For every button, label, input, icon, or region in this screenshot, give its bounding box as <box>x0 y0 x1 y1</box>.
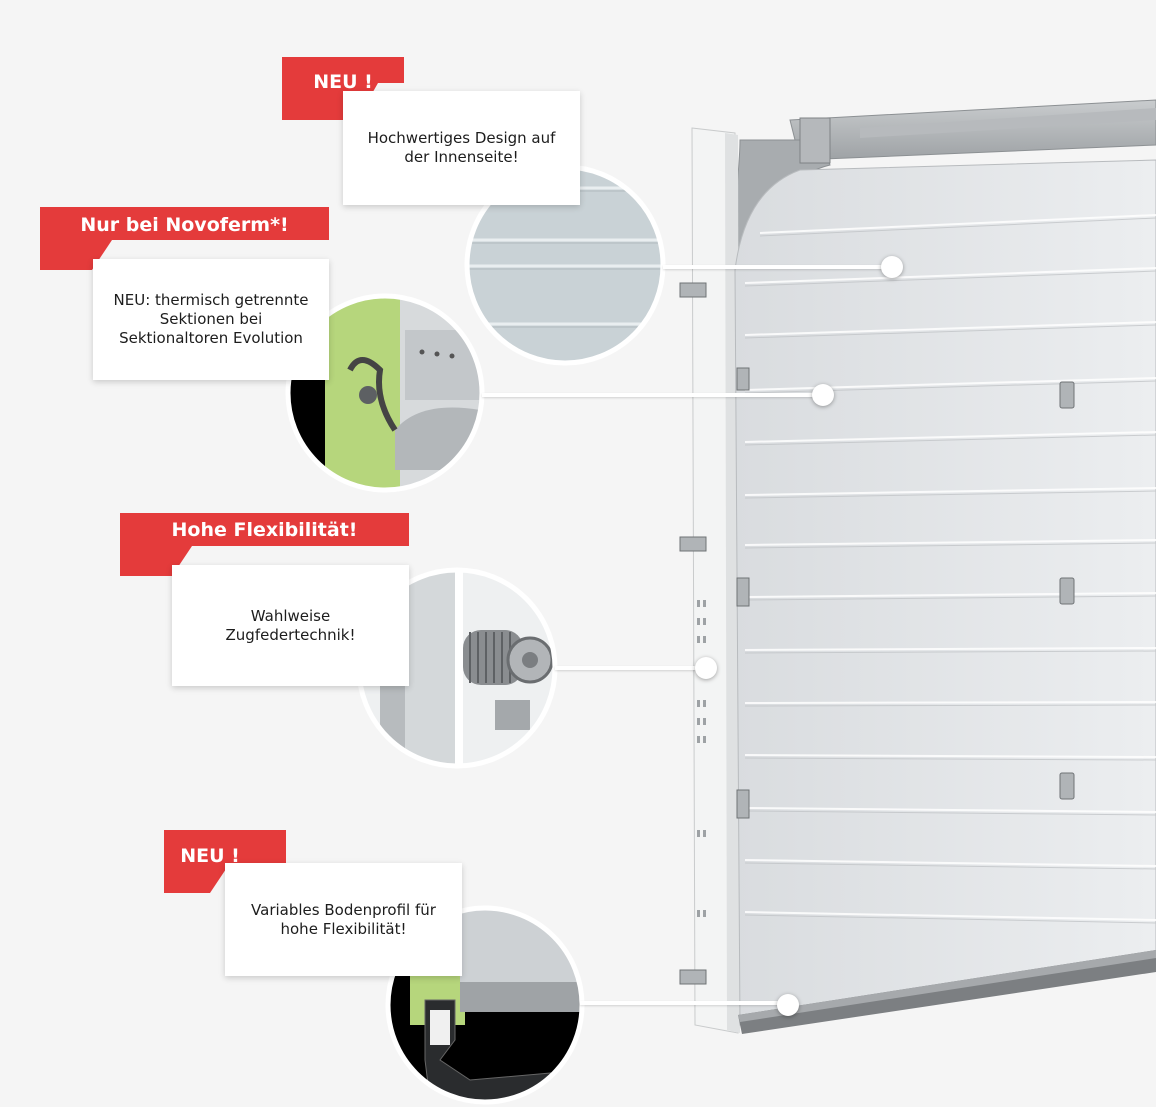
callout-text-1: Hochwertiges Design auf der Innenseite! <box>367 129 556 166</box>
hotspot-dot-1 <box>881 256 903 278</box>
badge-new-1: NEU ! <box>282 57 404 120</box>
hotspot-dot-3 <box>695 657 717 679</box>
callout-card-2: NEU: thermisch getrennte Sektionen bei S… <box>93 259 329 380</box>
callout-card-1: Hochwertiges Design auf der Innenseite! <box>343 91 580 205</box>
callout-card-3: Wahlweise Zugfedertechnik! <box>172 565 409 686</box>
hotspot-dot-2 <box>812 384 834 406</box>
callout-card-4: Variables Bodenprofil für hohe Flexibili… <box>225 863 462 976</box>
hotspot-dot-4 <box>777 994 799 1016</box>
connector-line-3 <box>555 666 703 670</box>
badge-novoferm: Nur bei Novoferm*! <box>40 207 329 270</box>
callout-text-3: Wahlweise Zugfedertechnik! <box>225 606 356 644</box>
callout-text-2: NEU: thermisch getrennte Sektionen bei S… <box>113 291 309 347</box>
connector-line-1 <box>663 265 889 269</box>
badge-new-2: NEU ! <box>164 830 286 893</box>
callout-text-4: Variables Bodenprofil für hohe Flexibili… <box>251 900 436 938</box>
connector-line-2 <box>482 393 817 397</box>
badge-flexibility: Hohe Flexibilität! <box>120 513 409 576</box>
connector-line-4 <box>580 1001 785 1005</box>
